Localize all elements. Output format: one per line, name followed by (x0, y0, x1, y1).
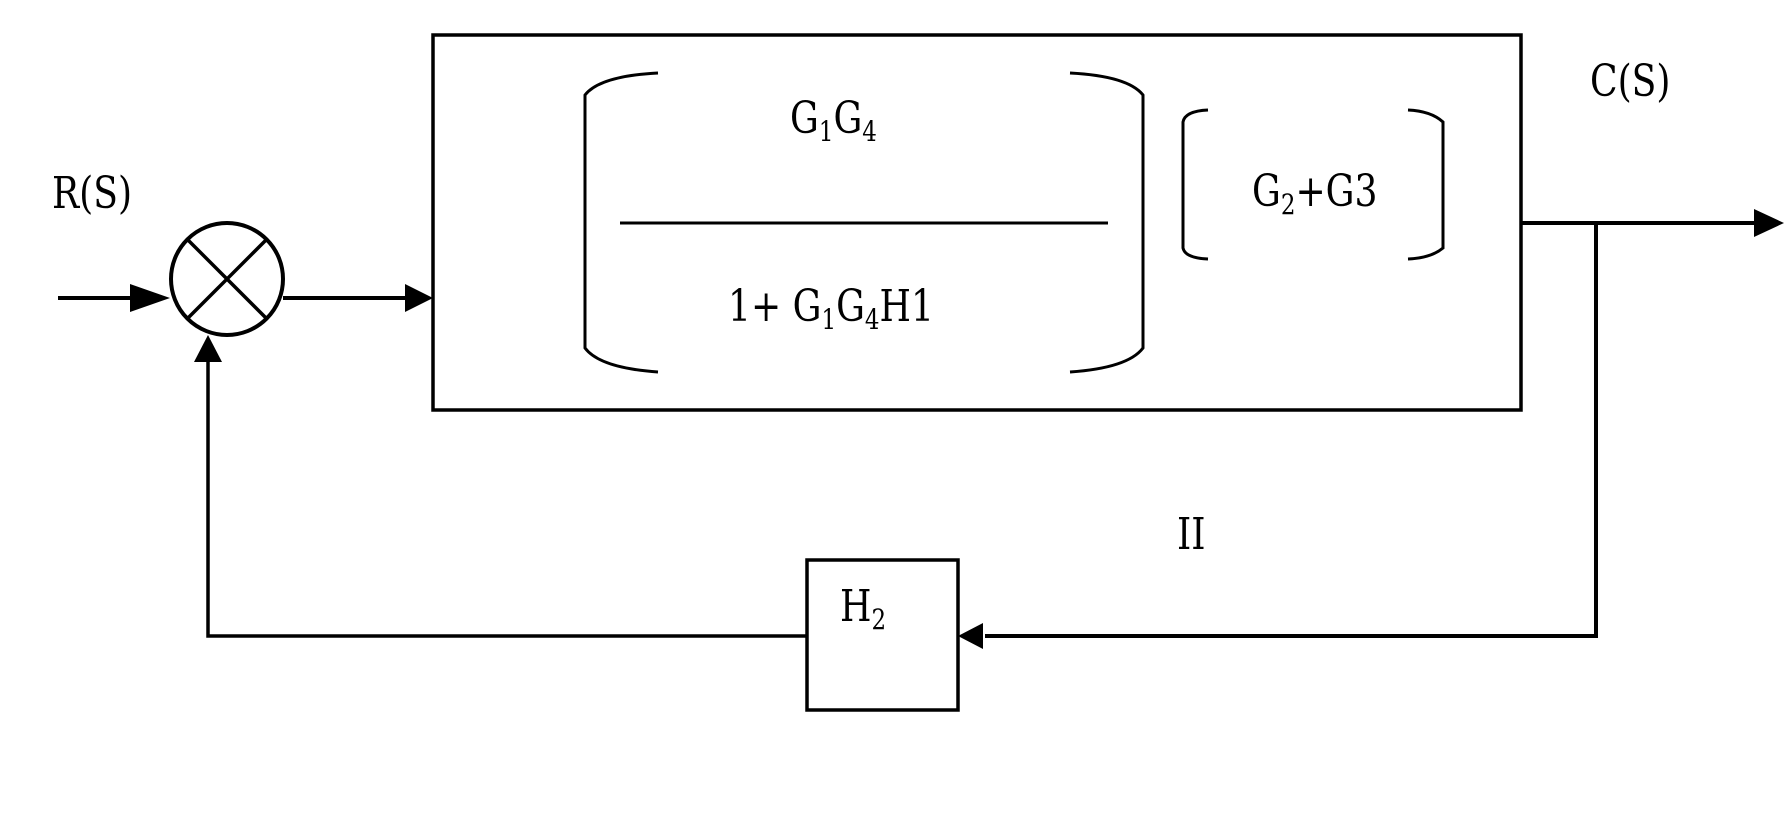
subscript: 2 (871, 603, 887, 636)
subscript: 4 (864, 303, 880, 336)
fraction-denominator: 1+ G1G4H1 (728, 285, 934, 334)
term: G (836, 281, 865, 332)
term: 1+ G (728, 281, 822, 332)
feedback-block-label: H2 (840, 585, 886, 634)
output-label: C(S) (1590, 56, 1671, 107)
term: G (1252, 166, 1281, 217)
term: H (840, 581, 872, 632)
term: G (790, 93, 819, 144)
term: +G3 (1295, 166, 1378, 217)
annotation-label: II (1177, 509, 1206, 560)
feedback-return-arrow (194, 335, 807, 638)
term: H1 (879, 281, 934, 332)
summing-junction (169, 221, 285, 337)
input-label: R(S) (52, 168, 133, 219)
input-signal-arrow (58, 284, 170, 312)
feedback-path (958, 223, 1598, 649)
subscript: 2 (1280, 188, 1296, 221)
term: G (833, 93, 863, 144)
subscript: 1 (818, 115, 834, 148)
subscript: 1 (821, 303, 837, 336)
series-term: G2+G3 (1252, 170, 1377, 219)
series-right-bracket (1407, 108, 1445, 261)
fraction-right-bracket (1069, 71, 1145, 374)
fraction-left-bracket (583, 71, 659, 374)
forward-path-arrow (283, 284, 433, 312)
subscript: 4 (862, 115, 877, 148)
series-left-bracket (1181, 108, 1209, 261)
fraction-numerator: G1G4 (790, 97, 877, 146)
output-signal-arrow (1521, 209, 1784, 237)
